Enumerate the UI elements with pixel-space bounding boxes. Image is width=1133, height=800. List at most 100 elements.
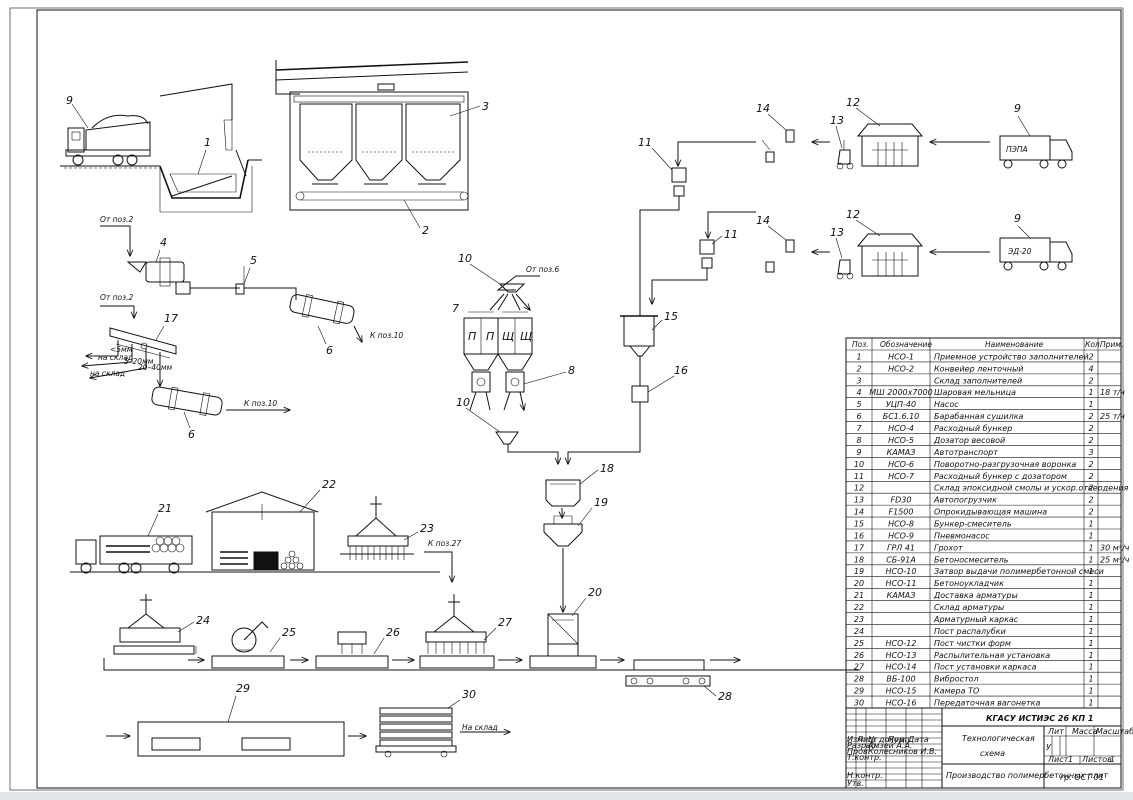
spec-cell-name: Затвор выдачи полимербетонной смеси bbox=[934, 567, 1104, 576]
spec-cell-code: НСО-16 bbox=[886, 699, 917, 708]
spec-cell-qty: 1 bbox=[1088, 555, 1093, 564]
screen-out-3: 5–20мм bbox=[124, 357, 154, 366]
spec-cell-code: КАМАЗ bbox=[887, 591, 916, 600]
r-nkontr: Н.контр. bbox=[847, 771, 883, 780]
spec-cell-qty: 1 bbox=[1088, 675, 1093, 684]
transfer-trolley-30 bbox=[375, 707, 510, 758]
doc-title-line1: Технологическая bbox=[962, 734, 1035, 743]
spec-cell-qty: 1 bbox=[1088, 579, 1093, 588]
bin-label-p1: П bbox=[468, 330, 476, 343]
spec-cell-code: F1500 bbox=[889, 508, 914, 517]
rebar-warehouse-22 bbox=[205, 491, 319, 571]
spec-cell-pos: 19 bbox=[854, 567, 864, 576]
weigh-dispenser-8 bbox=[469, 371, 524, 410]
pos-label-29: 29 bbox=[236, 682, 250, 695]
truck-label-b: ЭД-20 bbox=[1007, 247, 1032, 256]
spec-cell-pos: 4 bbox=[856, 388, 861, 397]
spec-cell-note: 18 т/ч bbox=[1100, 388, 1125, 397]
spec-cell-pos: 17 bbox=[854, 543, 865, 552]
spec-cell-pos: 25 bbox=[854, 639, 864, 648]
r-prov: Пров. bbox=[847, 747, 870, 756]
pos-label-17: 17 bbox=[164, 312, 178, 325]
spec-cell-qty: 1 bbox=[1088, 615, 1093, 624]
spec-cell-name: Пост чистки форм bbox=[934, 639, 1011, 648]
spec-cell-code: НСО-1 bbox=[888, 352, 914, 361]
col-lit: Лит bbox=[1047, 727, 1064, 736]
spec-cell-qty: 4 bbox=[1088, 364, 1093, 373]
pos-label-9b: 9 bbox=[1014, 102, 1021, 115]
sheets-label: Листов bbox=[1081, 755, 1112, 764]
r-utv: Утв. bbox=[847, 779, 864, 788]
spec-cell-name: Поворотно-разгрузочная воронка bbox=[934, 460, 1076, 469]
pos-label-11a: 11 bbox=[638, 136, 652, 149]
drum-dryer-6b bbox=[151, 386, 290, 416]
pos-label-11b: 11 bbox=[724, 228, 738, 241]
spraying-unit-26 bbox=[315, 631, 389, 669]
pos-label-18: 18 bbox=[600, 462, 614, 475]
rebar-truck-21 bbox=[75, 535, 193, 574]
h-podp: Подп. bbox=[888, 735, 912, 744]
spec-cell-pos: 24 bbox=[854, 627, 864, 636]
concrete-placer-20 bbox=[529, 613, 597, 669]
spec-cell-name: Вибростол bbox=[934, 675, 979, 684]
turning-funnel-10a bbox=[489, 275, 540, 310]
spec-cell-pos: 30 bbox=[854, 699, 864, 708]
pos-label-6a: 6 bbox=[326, 344, 333, 357]
pos-label-23: 23 bbox=[420, 522, 434, 535]
screen-out-1: <5мм bbox=[110, 345, 133, 354]
spec-cell-code: FD30 bbox=[891, 496, 912, 505]
arrow-to-pos27 bbox=[424, 551, 452, 582]
pos-label-24: 24 bbox=[196, 614, 210, 627]
spec-cell-code: НСО-12 bbox=[886, 639, 917, 648]
spec-header-pos: Поз. bbox=[852, 340, 869, 349]
spec-cell-code: МШ 2000х7000 bbox=[869, 388, 932, 397]
spec-cell-pos: 13 bbox=[854, 496, 864, 505]
resin-line-bottom bbox=[652, 211, 1073, 304]
spec-cell-pos: 10 bbox=[854, 460, 864, 469]
pos-label-30: 30 bbox=[462, 688, 476, 701]
turning-funnel-10b bbox=[495, 431, 558, 464]
sheets-value: 1 bbox=[1110, 755, 1115, 764]
r-razrab-name: Амзей А.А. bbox=[867, 741, 912, 750]
note-to-pos10-a: К поз.10 bbox=[370, 331, 403, 340]
spec-cell-name: Грохот bbox=[934, 543, 963, 552]
spec-cell-name: Арматурный каркас bbox=[933, 615, 1019, 624]
note-to-pos10-b: К поз.10 bbox=[244, 399, 277, 408]
spec-cell-qty: 1 bbox=[1088, 603, 1093, 612]
project-name: Производство полимербетонных плит bbox=[946, 771, 1108, 780]
spec-cell-qty: 1 bbox=[1088, 388, 1093, 397]
spec-cell-qty: 3 bbox=[1088, 448, 1093, 457]
screen-out-4: 20–40мм bbox=[138, 363, 172, 372]
spec-cell-qty: 2 bbox=[1088, 412, 1093, 421]
spec-cell-name: Конвейер ленточный bbox=[934, 364, 1023, 373]
pos-label-25: 25 bbox=[282, 626, 296, 639]
pos-label-22: 22 bbox=[322, 478, 336, 491]
doc-title-line2: схема bbox=[980, 749, 1005, 758]
mix-gate-19 bbox=[543, 515, 583, 612]
org-code: КГАСУ ИСТИЭС 26 КП 1 bbox=[986, 714, 1093, 723]
col-mass: Масса bbox=[1072, 727, 1098, 736]
spec-header-qty: Кол. bbox=[1085, 340, 1102, 349]
spec-cell-code: НСО-14 bbox=[886, 663, 917, 672]
spec-cell-code: НСО-2 bbox=[888, 364, 914, 373]
position-labels: 9 1 3 2 4 5 6 17 6 10 7 8 10 11 11 14 14… bbox=[66, 94, 1031, 723]
pos-label-10b: 10 bbox=[456, 396, 470, 409]
spec-cell-pos: 6 bbox=[856, 412, 861, 421]
spec-cell-pos: 14 bbox=[854, 508, 864, 517]
spec-cell-pos: 8 bbox=[856, 436, 861, 445]
note-from-pos2-b: От поз.2 bbox=[100, 293, 134, 302]
spec-cell-name: Склад заполнителей bbox=[934, 376, 1022, 385]
spec-cell-name: Склад арматуры bbox=[934, 603, 1004, 612]
pos-label-28: 28 bbox=[718, 690, 732, 703]
pos-label-19: 19 bbox=[594, 496, 608, 509]
spec-cell-name: Доставка арматуры bbox=[933, 591, 1018, 600]
spec-cell-name: Пневмонасос bbox=[934, 531, 990, 540]
spec-cell-name: Опрокидывающая машина bbox=[934, 508, 1047, 517]
spec-cell-name: Склад эпоксидной смолы и ускор.отвердени… bbox=[934, 484, 1129, 493]
spec-cell-qty: 2 bbox=[1088, 472, 1093, 481]
spec-cell-pos: 26 bbox=[854, 651, 864, 660]
spec-cell-code: БС1.6.10 bbox=[883, 412, 920, 421]
spec-cell-pos: 1 bbox=[856, 352, 861, 361]
spec-cell-code: СБ-91А bbox=[886, 555, 916, 564]
